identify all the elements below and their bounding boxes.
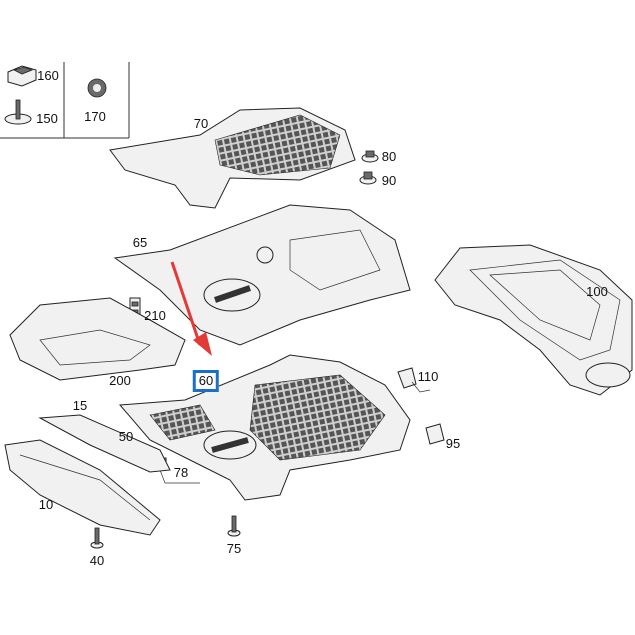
panel-60: [118, 354, 411, 501]
label-170[interactable]: 170: [84, 109, 106, 124]
panel-100: [434, 244, 633, 396]
label-70[interactable]: 70: [193, 116, 209, 131]
panel-15: [38, 414, 171, 473]
screw-40: [90, 527, 104, 549]
label-60-highlighted[interactable]: 60: [192, 370, 220, 392]
label-110[interactable]: 110: [417, 369, 439, 384]
label-65[interactable]: 65: [132, 235, 148, 250]
clip-95: [425, 423, 445, 445]
label-50[interactable]: 50: [118, 429, 134, 444]
panel-70: [109, 107, 356, 209]
clip-icon: [7, 65, 37, 87]
label-150[interactable]: 150: [36, 111, 58, 126]
label-95[interactable]: 95: [445, 436, 461, 451]
label-80[interactable]: 80: [381, 149, 397, 164]
label-90[interactable]: 90: [381, 173, 397, 188]
bracket-110: [397, 367, 431, 393]
panel-10: [4, 439, 161, 536]
screw-icon: [4, 99, 32, 125]
screw-75: [227, 515, 241, 537]
label-210[interactable]: 210: [144, 308, 166, 323]
highlight-arrow: [170, 261, 212, 356]
label-200[interactable]: 200: [109, 373, 131, 388]
label-100[interactable]: 100: [586, 284, 608, 299]
panel-200: [9, 297, 186, 381]
clip-90: [359, 171, 377, 185]
label-75[interactable]: 75: [226, 541, 242, 556]
label-160[interactable]: 160: [37, 68, 59, 83]
label-15[interactable]: 15: [72, 398, 88, 413]
clip-80: [361, 150, 379, 163]
legend-box: [0, 62, 130, 139]
panel-65: [113, 204, 411, 346]
grommet-icon: [87, 78, 107, 98]
label-40[interactable]: 40: [89, 553, 105, 568]
label-78[interactable]: 78: [173, 465, 189, 480]
label-10[interactable]: 10: [38, 497, 54, 512]
